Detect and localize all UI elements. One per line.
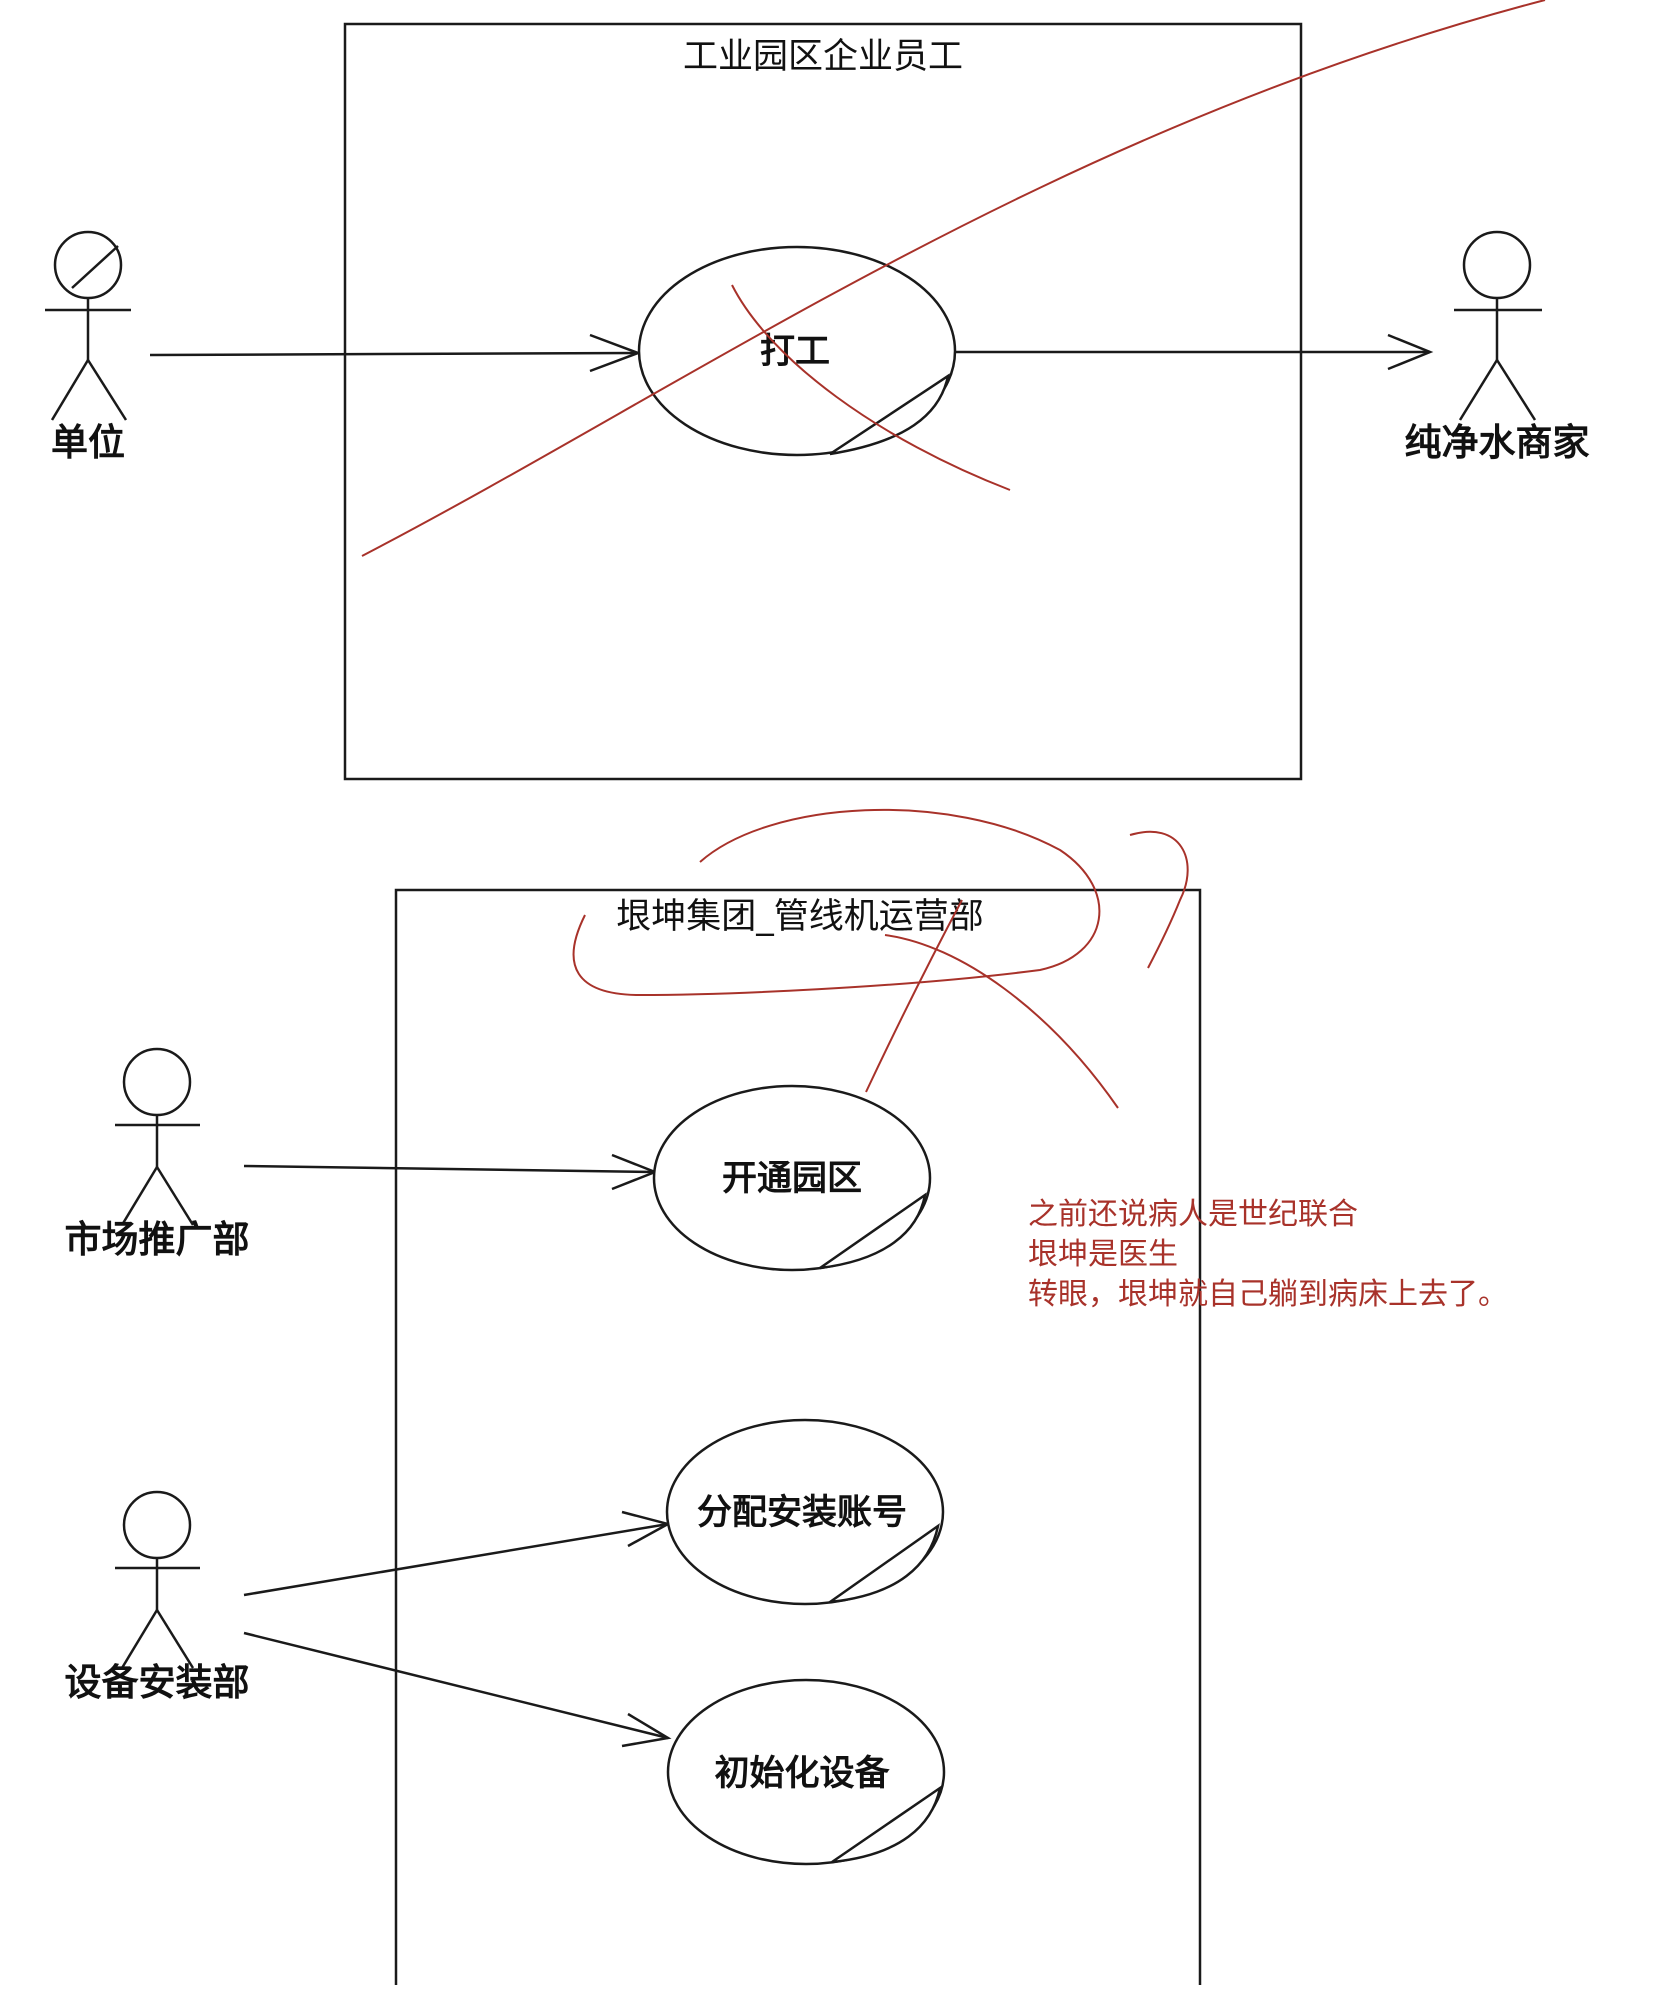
usecase-assign-account-label: 分配安装账号 bbox=[697, 1493, 907, 1533]
usecase-init-device-fold bbox=[831, 1785, 942, 1864]
actor-installation-leg-left bbox=[120, 1609, 159, 1669]
usecase-open-park-label: 开通园区 bbox=[722, 1159, 862, 1199]
assoc-installation-to-init-device bbox=[243, 1631, 672, 1748]
red-pointer-to-note bbox=[884, 934, 1119, 1109]
annotation-line-3: 转眼，垠坤就自己躺到病床上去了。 bbox=[1028, 1277, 1508, 1312]
actor-merchant-leg-right bbox=[1495, 359, 1537, 421]
usecase-work[interactable]: 打工 bbox=[637, 245, 957, 457]
actor-merchant-label: 纯净水商家 bbox=[1405, 421, 1590, 464]
red-strike-long-curve bbox=[361, 0, 1546, 557]
usecase-init-device-label: 初始化设备 bbox=[714, 1754, 890, 1794]
actor-installation-label: 设备安装部 bbox=[65, 1661, 250, 1704]
actor-marketing-leg-left bbox=[120, 1166, 159, 1226]
usecase-open-park-ellipse bbox=[652, 1084, 932, 1272]
top-system-boundary bbox=[343, 22, 1303, 781]
actor-unit[interactable]: 单位 bbox=[45, 230, 131, 464]
annotation-note: 之前还说病人是世纪联合 垠坤是医生 转眼，垠坤就自己躺到病床上去了。 bbox=[1028, 1197, 1508, 1312]
red-pointer-to-open-park bbox=[865, 899, 963, 1093]
usecase-assign-account[interactable]: 分配安装账号 bbox=[665, 1418, 945, 1606]
actor-installation-head bbox=[122, 1490, 192, 1560]
actor-unit-head bbox=[53, 230, 123, 300]
top-system-title: 工业园区企业员工 bbox=[683, 37, 963, 77]
usecase-work-label: 打工 bbox=[760, 332, 830, 372]
actor-unit-leg-right bbox=[86, 359, 128, 421]
actor-unit-label: 单位 bbox=[51, 421, 125, 464]
usecase-open-park-fold bbox=[819, 1192, 927, 1270]
assoc-marketing-to-open-park bbox=[243, 1153, 659, 1191]
actor-unit-leg-left bbox=[50, 359, 90, 421]
assoc-work-to-merchant bbox=[955, 333, 1434, 371]
assoc-unit-to-work bbox=[149, 333, 642, 373]
usecase-open-park[interactable]: 开通园区 bbox=[652, 1084, 932, 1272]
actor-marketing-head bbox=[122, 1047, 192, 1117]
actor-merchant-head bbox=[1462, 230, 1532, 300]
red-strike-short-curve bbox=[731, 284, 1011, 491]
bottom-system-boundary bbox=[394, 888, 1202, 1985]
usecase-assign-account-fold bbox=[825, 1523, 940, 1604]
actor-marketing-label: 市场推广部 bbox=[65, 1218, 250, 1261]
top-diagram: 工业园区企业员工 单位 打工 bbox=[45, 0, 1590, 781]
actor-marketing[interactable]: 市场推广部 bbox=[65, 1047, 250, 1261]
bottom-system-title: 垠坤集团_管线机运营部 bbox=[616, 897, 984, 937]
actor-merchant-leg-left bbox=[1458, 359, 1499, 421]
usecase-init-device-ellipse bbox=[666, 1678, 946, 1866]
usecase-work-fold bbox=[829, 373, 950, 456]
actor-installation-leg-right bbox=[155, 1609, 195, 1669]
bottom-diagram: 垠坤集团_管线机运营部 市场推广部 开通园区 设备 bbox=[65, 808, 1508, 1985]
actor-merchant[interactable]: 纯净水商家 bbox=[1405, 230, 1590, 464]
assoc-installation-to-assign-account bbox=[243, 1510, 672, 1597]
usecase-assign-account-ellipse bbox=[665, 1418, 945, 1606]
actor-marketing-leg-right bbox=[155, 1166, 195, 1226]
actor-installation[interactable]: 设备安装部 bbox=[65, 1490, 250, 1704]
usecase-init-device[interactable]: 初始化设备 bbox=[666, 1678, 946, 1866]
red-circle-around-title bbox=[572, 808, 1101, 997]
red-hook-right bbox=[1129, 830, 1189, 969]
annotation-line-2: 垠坤是医生 bbox=[1028, 1237, 1178, 1272]
actor-unit-head-slash bbox=[71, 245, 119, 289]
annotation-line-1: 之前还说病人是世纪联合 bbox=[1028, 1197, 1358, 1232]
